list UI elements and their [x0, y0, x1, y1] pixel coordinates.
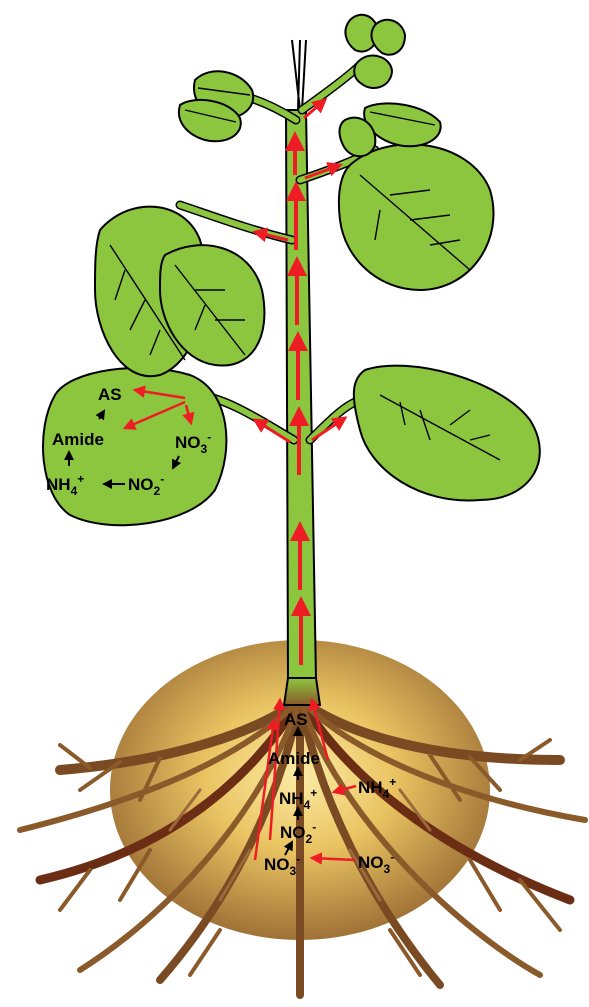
root-branches — [20, 700, 585, 995]
stem-base — [284, 678, 320, 705]
right-lower-leaf — [354, 366, 540, 501]
root-as-label: AS — [284, 710, 308, 729]
apex — [292, 40, 306, 110]
apex-leaf-2 — [371, 20, 405, 55]
leaf-as-label: AS — [98, 385, 122, 404]
right-upper-leaf — [339, 144, 494, 290]
apex-leaf-3 — [354, 56, 392, 88]
root-amide-label: Amide — [268, 749, 320, 768]
leaf-amide-label: Amide — [52, 430, 104, 449]
main-stem — [286, 110, 316, 680]
